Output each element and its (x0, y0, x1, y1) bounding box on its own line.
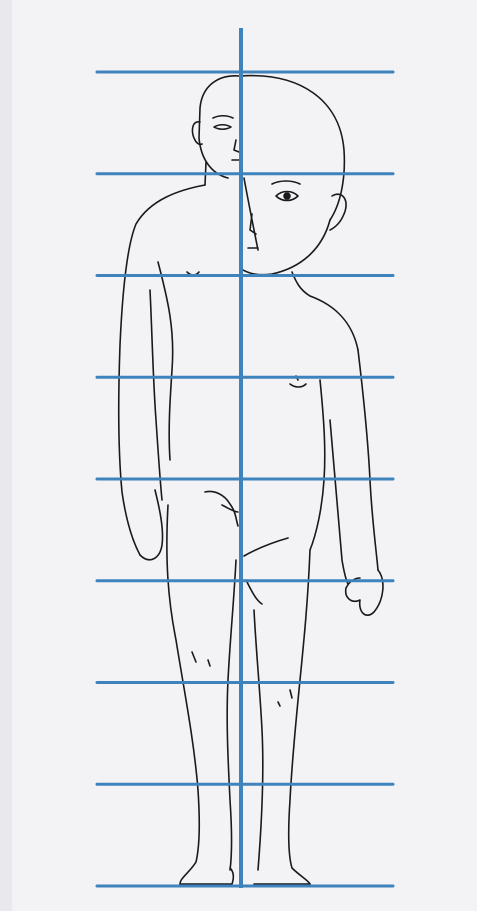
child-iris (284, 193, 290, 199)
paper-shadow (0, 0, 12, 911)
